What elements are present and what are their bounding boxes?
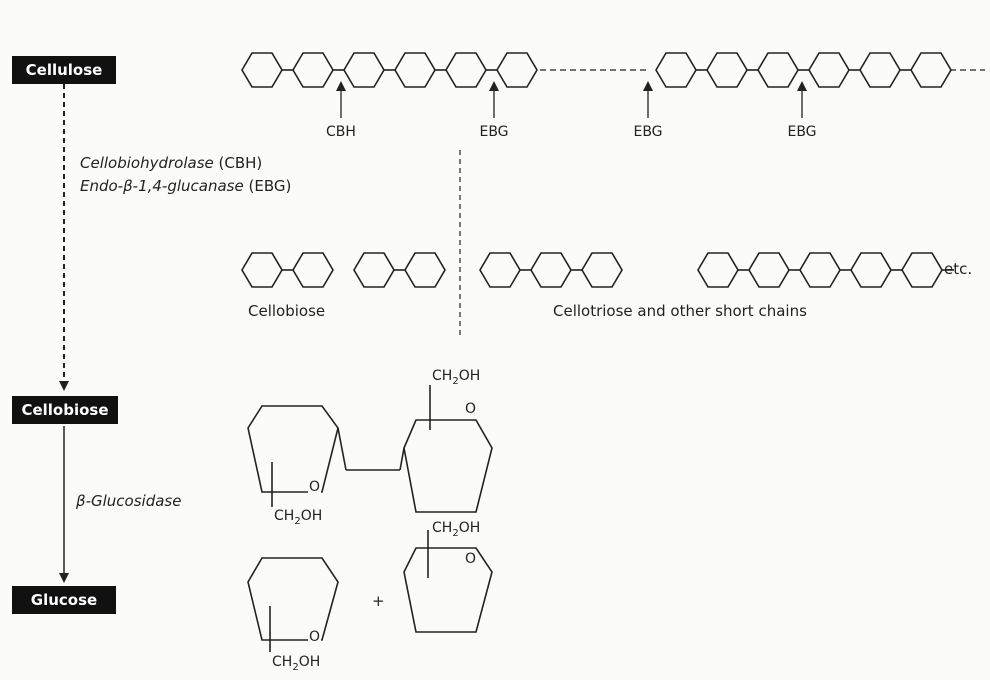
ch2oh-label-glucose-left: CH2OH	[272, 654, 320, 673]
chain-right-glucose-ring	[808, 52, 850, 88]
fragment-short-chain-glucose-ring	[799, 252, 841, 288]
plus-sign: +	[372, 592, 385, 610]
ch2oh-suffix: OH	[458, 368, 481, 384]
enzyme-ebg-abbr: (EBG)	[248, 177, 292, 195]
fragment-short-chain-glucose-ring	[697, 252, 739, 288]
cellobiose-ring-left	[247, 405, 339, 493]
product-short-chains-label: Cellotriose and other short chains	[553, 302, 807, 320]
cut-label-ebg-2: EBG	[633, 124, 663, 140]
chain-left-glucose-ring	[343, 52, 385, 88]
ring-oxygen-glucose-right: O	[464, 551, 478, 567]
product-etc-label: etc.	[944, 260, 973, 278]
ring-oxygen-cellobiose-left: O	[308, 479, 322, 495]
cut-label-cbh: CBH	[326, 124, 356, 140]
enzyme-cbh-abbr: (CBH)	[218, 154, 263, 172]
product-fragments	[241, 252, 954, 288]
ch2oh-prefix: CH	[432, 520, 453, 536]
glucose-ring-left	[247, 557, 339, 641]
chain-left-glucose-ring	[292, 52, 334, 88]
ring-oxygen-cellobiose-right: O	[464, 401, 478, 417]
ch2oh-sub: 2	[292, 661, 299, 673]
fragment-cellobiose-glucose-ring	[241, 252, 283, 288]
ch2oh-sub: 2	[294, 515, 301, 527]
fragment-short-chain-glucose-ring	[901, 252, 943, 288]
chain-left-glucose-ring	[445, 52, 487, 88]
ch2oh-suffix: OH	[298, 654, 321, 670]
fragment-cellobiose-2-glucose-ring	[404, 252, 446, 288]
cut-label-ebg-3: EBG	[787, 124, 817, 140]
chain-right-glucose-ring	[757, 52, 799, 88]
fragment-short-chain-glucose-ring	[850, 252, 892, 288]
ch2oh-suffix: OH	[458, 520, 481, 536]
chain-right-glucose-ring	[706, 52, 748, 88]
enzyme-bglucosidase: β-Glucosidase	[76, 492, 182, 510]
fragment-cellotriose-glucose-ring	[479, 252, 521, 288]
enzyme-cbh: Cellobiohydrolase (CBH)	[80, 154, 262, 172]
glycosidic-link-left	[337, 427, 347, 471]
chain-left-glucose-ring	[496, 52, 538, 88]
cut-label-ebg-1: EBG	[479, 124, 509, 140]
ch2oh-prefix: CH	[274, 508, 295, 524]
cellulose-label: Cellulose	[12, 56, 116, 84]
cellobiose-ring-right	[403, 419, 493, 513]
ch2oh-label-top: CH2OH	[432, 368, 480, 387]
cut-arrows	[336, 81, 807, 118]
ch2oh-prefix: CH	[432, 368, 453, 384]
fragment-cellotriose-glucose-ring	[530, 252, 572, 288]
glucose-structures	[247, 530, 493, 652]
cellobiose-label: Cellobiose	[12, 396, 118, 424]
glucose-label: Glucose	[12, 586, 116, 614]
fragment-cellobiose-glucose-ring	[292, 252, 334, 288]
chain-right-glucose-ring	[910, 52, 952, 88]
chain-left-glucose-ring	[241, 52, 283, 88]
chain-right-glucose-ring	[859, 52, 901, 88]
ch2oh-suffix: OH	[300, 508, 323, 524]
enzyme-ebg: Endo-β-1,4-glucanase (EBG)	[80, 177, 291, 195]
glycosidic-link-right	[399, 447, 405, 471]
fragment-short-chain-glucose-ring	[748, 252, 790, 288]
product-cellobiose-label: Cellobiose	[248, 302, 326, 320]
ch2oh-prefix: CH	[272, 654, 293, 670]
ring-oxygen-glucose-left: O	[308, 629, 322, 645]
chain-right-glucose-ring	[655, 52, 697, 88]
fragment-cellobiose-2-glucose-ring	[353, 252, 395, 288]
ch2oh-label-bottom: CH2OH	[274, 508, 322, 527]
glucose-ring-right	[403, 547, 493, 633]
ch2oh-sub: 2	[452, 375, 459, 387]
cellobiose-structure	[247, 385, 493, 513]
enzyme-cbh-name: Cellobiohydrolase	[80, 154, 214, 172]
chain-left-glucose-ring	[394, 52, 436, 88]
fragment-cellotriose-glucose-ring	[581, 252, 623, 288]
cellulose-chain	[241, 52, 952, 88]
ch2oh-label-glucose-right: CH2OH	[432, 520, 480, 539]
enzyme-ebg-name: Endo-β-1,4-glucanase	[80, 177, 244, 195]
ch2oh-sub: 2	[452, 527, 459, 539]
